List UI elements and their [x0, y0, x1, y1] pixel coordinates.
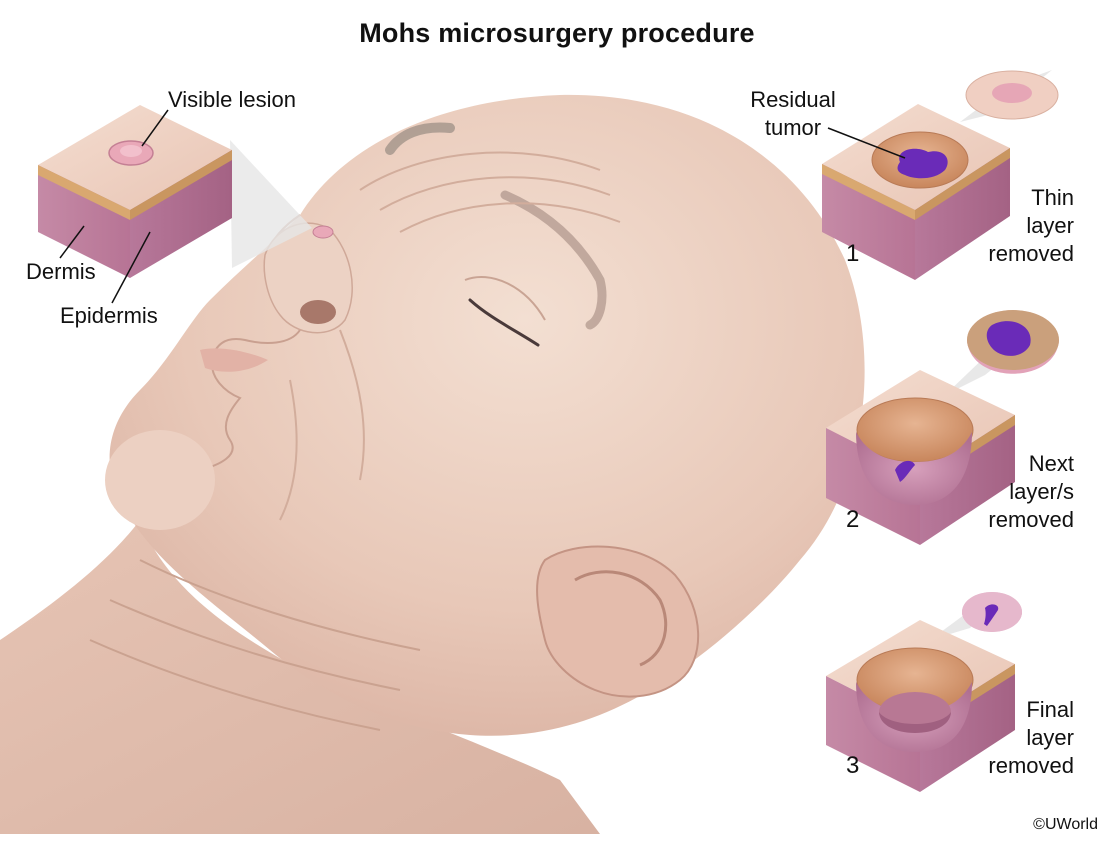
- step-1-caption-line-2: layer: [1026, 213, 1074, 238]
- step-1-number: 1: [846, 240, 860, 267]
- step-3-number: 3: [846, 752, 860, 779]
- page-title: Mohs microsurgery procedure: [359, 18, 755, 48]
- step-2-caption-line-1: Next: [1028, 451, 1074, 476]
- residual-tumor-line-2: tumor: [764, 115, 822, 140]
- leader-dermis: [59, 225, 85, 259]
- step-3-caption: Final layer removed: [954, 696, 1074, 780]
- leader-visible-lesion: [141, 109, 169, 147]
- step-1-caption-line-1: Thin: [1031, 185, 1074, 210]
- step-1-caption: Thin layer removed: [954, 184, 1074, 268]
- step-1-caption-line-3: removed: [988, 241, 1074, 266]
- step-3-caption-line-3: removed: [988, 753, 1074, 778]
- leader-residual-tumor: [827, 127, 906, 159]
- copyright: ©UWorld: [1033, 816, 1098, 833]
- step-2-number: 2: [846, 506, 860, 533]
- label-residual-tumor: Residual tumor: [744, 86, 842, 142]
- nose-lesion: [312, 225, 334, 239]
- patient-head: [0, 94, 865, 834]
- step-2-caption-line-2: layer/s: [1009, 479, 1074, 504]
- step-1-block: [822, 70, 1059, 280]
- step-2-caption-line-3: removed: [988, 507, 1074, 532]
- step-3-caption-line-1: Final: [1026, 697, 1074, 722]
- step-3-block: [826, 592, 1022, 792]
- label-visible-lesion: Visible lesion: [168, 87, 297, 112]
- step-2-block: [826, 310, 1059, 545]
- step-3-caption-line-2: layer: [1026, 725, 1074, 750]
- residual-tumor-line-1: Residual: [750, 87, 836, 112]
- step-2-caption: Next layer/s removed: [954, 450, 1074, 534]
- residual-tumor: [897, 148, 948, 179]
- label-epidermis: Epidermis: [60, 303, 158, 328]
- leader-epidermis: [111, 231, 151, 304]
- label-dermis: Dermis: [26, 259, 96, 284]
- skin-block-lesion: [38, 105, 232, 278]
